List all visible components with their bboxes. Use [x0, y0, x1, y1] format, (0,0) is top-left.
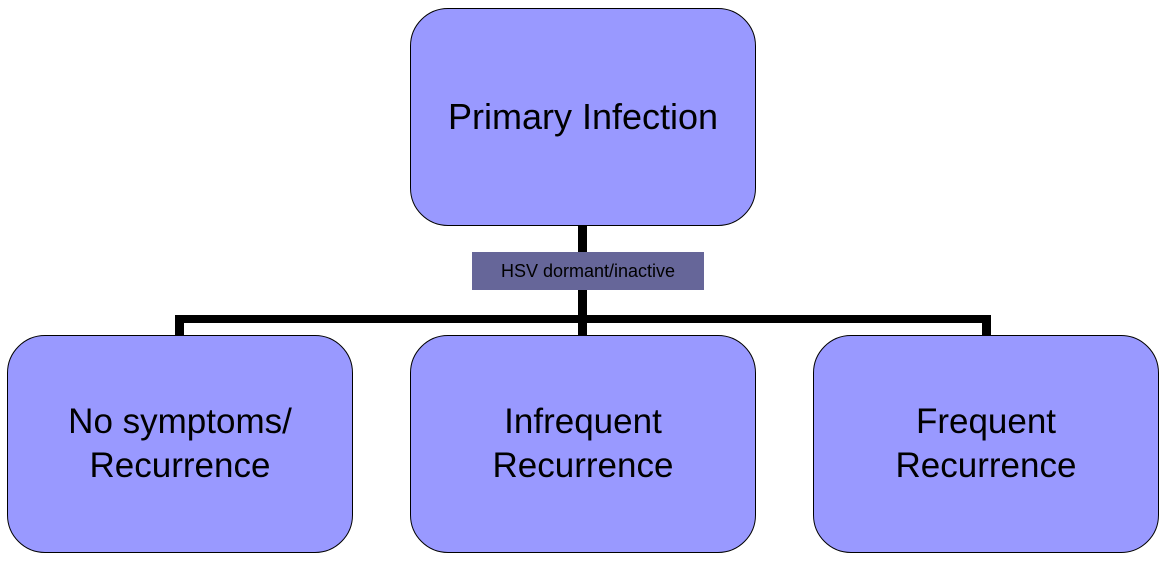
- child-node-frequent-recurrence: Frequent Recurrence: [813, 335, 1159, 553]
- child-node-label-line1: Infrequent: [504, 402, 662, 441]
- connector-drop-right: [982, 315, 991, 335]
- connector-stem-upper: [578, 226, 587, 256]
- child-node-no-symptoms: No symptoms/ Recurrence: [7, 335, 353, 553]
- connector-stem-lower: [578, 289, 587, 335]
- root-node-primary-infection: Primary Infection: [410, 8, 756, 226]
- root-node-label: Primary Infection: [447, 96, 719, 137]
- child-node-infrequent-recurrence: Infrequent Recurrence: [410, 335, 756, 553]
- child-node-label-line2: Recurrence: [895, 446, 1077, 485]
- connector-drop-left: [175, 315, 184, 335]
- child-node-label-line1: No symptoms/: [68, 402, 292, 441]
- child-node-label-line2: Recurrence: [89, 446, 271, 485]
- child-node-label-line1: Frequent: [915, 402, 1057, 441]
- connector-label-hsv-dormant: HSV dormant/inactive: [472, 252, 704, 290]
- connector-horizontal-bar: [175, 315, 990, 323]
- child-node-label-line2: Recurrence: [492, 446, 674, 485]
